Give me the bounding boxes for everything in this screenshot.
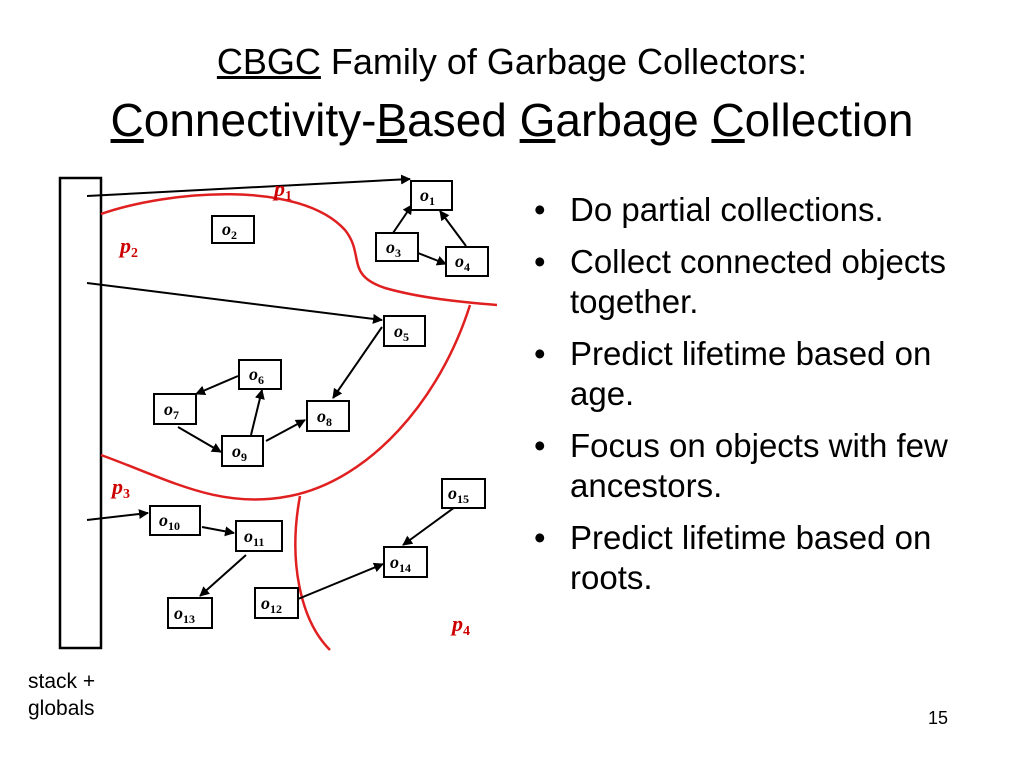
page-number: 15 [928,708,949,728]
title-seg-2: B [376,94,408,146]
edge-o10-o11 [201,526,235,537]
edge-o7-o9 [177,426,222,453]
svg-text:o13: o13 [174,603,195,626]
partition-boundary-p2-p3 [100,304,472,501]
object-o1: o1 [410,180,453,211]
edge-o3-o4 [417,252,447,266]
stack-label-line1: stack + [28,670,96,693]
edge-o9-o6 [250,389,265,436]
title-seg-0: C [110,94,144,146]
bullet-text: Predict lifetime based on age. [570,335,932,412]
svg-text:o14: o14 [390,552,411,575]
object-o4: o4 [445,246,489,277]
svg-text:o2: o2 [222,219,237,242]
title-seg-6: C [711,94,745,146]
object-o6: o6 [238,359,282,390]
svg-text:o10: o10 [159,510,180,533]
stack-globals-label: stack + globals [28,668,148,722]
object-o10: o10 [149,505,201,536]
svg-text:o4: o4 [455,251,470,274]
cbgc-acronym: CBGC [216,41,321,82]
partition-label-p1: p1 [272,176,292,204]
bullet-item: • Predict lifetime based on roots. [534,518,1004,598]
edge-o3-o1 [392,204,413,234]
bullet-item: • Collect connected objects together. [534,242,1004,322]
title-seg-5: arbage [555,94,712,146]
svg-text:o5: o5 [394,321,409,344]
edge-o15-o14 [402,506,456,546]
bullet-item: • Do partial collections. [534,190,1004,230]
partition-label-p3: p3 [110,474,130,502]
object-o5: o5 [383,315,426,347]
svg-text:o15: o15 [448,483,469,506]
edge-stack-o1 [86,174,411,197]
edge-o4-o1 [439,210,467,247]
svg-text:o8: o8 [317,406,332,429]
stack-globals-bar [58,176,103,650]
bullet-dot-icon: • [534,427,546,464]
bullet-list: • Do partial collections. • Collect connec… [534,190,1004,610]
object-o9: o9 [221,435,264,467]
svg-text:o11: o11 [244,526,264,549]
svg-text:o6: o6 [249,364,264,387]
object-o8: o8 [306,400,350,432]
edge-o6-o7 [195,375,239,396]
bullet-item: • Focus on objects with few ancestors. [534,426,1004,506]
svg-text:o9: o9 [232,441,247,464]
partition-boundary-p1 [100,192,498,307]
slide-title-line2: Connectivity-Based Garbage Collection [0,92,1024,148]
object-o14: o14 [383,546,428,578]
edge-o9-o8 [265,419,306,442]
object-o2: o2 [211,215,255,244]
edge-o12-o14 [297,562,384,600]
object-o12: o12 [254,587,299,619]
partition-label-p4: p4 [450,611,470,639]
title-seg-4: G [519,94,556,146]
title-seg-1: onnectivity- [143,94,377,146]
object-o15: o15 [441,478,486,509]
svg-text:o1: o1 [420,185,435,208]
bullet-dot-icon: • [534,335,546,372]
bullet-text: Predict lifetime based on roots. [570,519,932,596]
edge-o11-o13 [199,554,247,597]
object-o13: o13 [167,597,213,629]
bullet-text: Collect connected objects together. [570,243,947,320]
edge-o5-o8 [332,326,383,399]
edge-stack-o5 [86,282,383,324]
bullet-text: Focus on objects with few ancestors. [570,427,948,504]
svg-text:o3: o3 [386,237,401,260]
bullet-dot-icon: • [534,519,546,556]
title-seg-7: ollection [744,94,914,146]
svg-text:o12: o12 [261,593,282,616]
object-o7: o7 [153,393,197,425]
object-o3: o3 [375,232,419,262]
svg-text:o7: o7 [164,399,179,422]
object-o11: o11 [235,520,283,552]
slide-title-line1: CBGC Family of Garbage Collectors: [0,40,1024,84]
partition-boundary-p4 [294,495,331,651]
bullet-dot-icon: • [534,191,546,228]
title-seg-3: ased [407,94,520,146]
title-line1-rest: Family of Garbage Collectors: [320,41,808,82]
bullet-text: Do partial collections. [570,191,884,228]
partition-label-p2: p2 [118,233,138,261]
bullet-dot-icon: • [534,243,546,280]
stack-label-line2: globals [28,697,95,720]
bullet-item: • Predict lifetime based on age. [534,334,1004,414]
edge-stack-o10 [86,509,149,521]
